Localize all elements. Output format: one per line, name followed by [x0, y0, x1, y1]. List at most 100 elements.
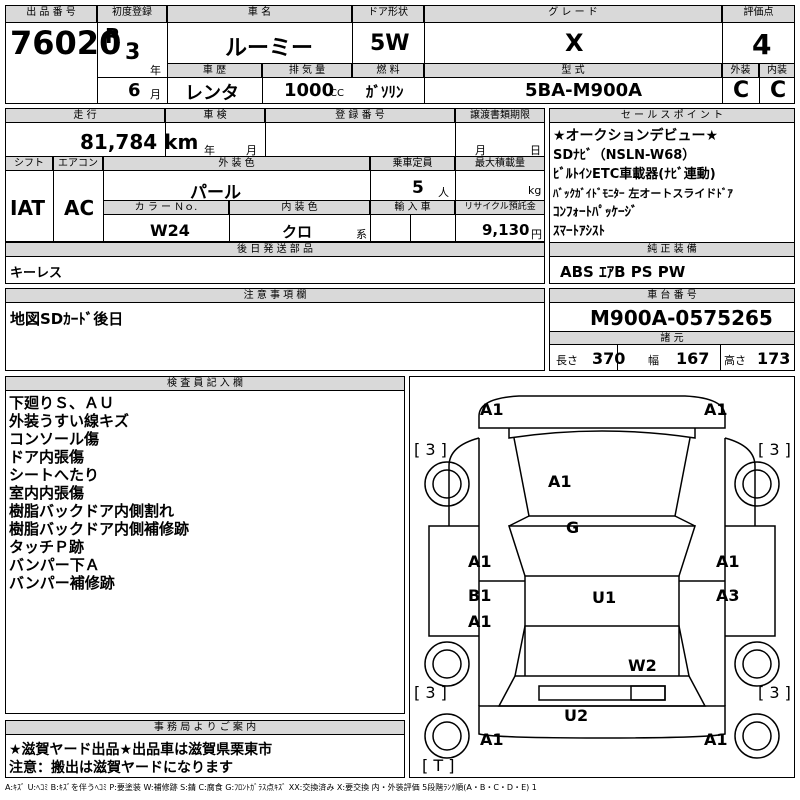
inspector-line: 樹脂バックドア内側割れ [9, 502, 175, 520]
interior-score: C [770, 78, 787, 103]
car-diagram-frame [409, 376, 795, 778]
height-label: 高さ [724, 354, 746, 367]
equip-label: 純 正 装 備 [549, 242, 795, 257]
office-line-2: 注意：搬出は滋賀ヤードになります [9, 760, 233, 776]
interior-label: 内装 [759, 63, 795, 78]
era: R [105, 24, 121, 48]
inspector-line: ドア内張傷 [9, 448, 85, 466]
capacity-unit: 人 [438, 186, 449, 199]
damage-hood: A1 [548, 472, 572, 491]
inspection-month-unit: 月 [246, 144, 257, 157]
inspector-line: 樹脂バックドア内側補修跡 [9, 520, 190, 538]
fuel-label: 燃 料 [352, 63, 424, 78]
year-unit: 年 [150, 64, 161, 77]
model: 5BA-M900A [525, 80, 643, 101]
int-color-unit: 系 [356, 228, 367, 241]
inspector-line: 外装うすい線キズ [9, 412, 130, 430]
chassis-label: 車 台 番 号 [549, 288, 795, 303]
tire-rear-left: [ 3 ] [414, 683, 447, 702]
notes-text: 地図SDｶｰﾄﾞ後日 [10, 310, 124, 328]
inspector-line: バンパー補修跡 [9, 574, 115, 592]
damage-rear-bumper: U2 [564, 706, 589, 725]
shift-label: シフト [5, 156, 53, 171]
inspection-label: 車 検 [165, 108, 265, 123]
sales-label: セ ー ル ス ポ イ ン ト [549, 108, 795, 123]
model-label: 型 式 [424, 63, 722, 78]
ext-color-label: 外 装 色 [103, 156, 370, 171]
inspection-year-unit: 年 [204, 144, 215, 157]
max-load-label: 最大積載量 [455, 156, 545, 171]
fuel: ｶﾞｿﾘﾝ [366, 83, 404, 101]
legend: A:ｷｽﾞ U:ﾍｺﾐ B:ｷｽﾞを伴うﾍｺﾐ P:要塗装 W:補修跡 S:錆 … [5, 783, 537, 792]
month-unit: 月 [150, 88, 161, 101]
mileage-label: 走 行 [5, 108, 165, 123]
door-label: ドア形状 [352, 5, 424, 23]
int-color: クロ [282, 223, 313, 241]
equip-text: ABS ｴｱB PS PW [560, 263, 686, 281]
length: 370 [592, 349, 626, 368]
int-color-label: 内 装 色 [229, 200, 370, 215]
displacement-label: 排 気 量 [262, 63, 352, 78]
capacity-label: 乗車定員 [370, 156, 455, 171]
first-reg-label: 初度登録 [97, 5, 167, 23]
damage-left-1: A1 [468, 552, 492, 571]
length-label: 長さ [556, 354, 578, 367]
exterior-label: 外装 [722, 63, 759, 78]
history-label: 車 歴 [167, 63, 262, 78]
inspector-line: バンパー下Ａ [9, 556, 100, 574]
mileage: 81,784 km [80, 130, 199, 154]
reg-year: 3 [125, 40, 141, 65]
ac-label: エアコン [53, 156, 103, 171]
inspector-line: 下廻りＳ、ＡＵ [9, 394, 115, 412]
score: 4 [752, 28, 772, 61]
inspector-line: タッチＰ跡 [9, 538, 85, 556]
damage-rear: W2 [628, 656, 657, 675]
car-name: ルーミー [225, 36, 314, 61]
later-parts-text: キーレス [10, 266, 63, 281]
max-load-unit: kg [528, 184, 542, 197]
import-label: 輸 入 車 [370, 200, 455, 215]
damage-center: U1 [592, 588, 617, 607]
capacity: 5 [412, 178, 424, 198]
damage-rear-left: A1 [480, 730, 504, 749]
sales-line: ﾊﾞｯｸｶﾞｲﾄﾞﾓﾆﾀｰ 左オートスライドﾄﾞｱ [553, 187, 733, 200]
width-label: 幅 [648, 354, 659, 367]
sales-line: SDﾅﾋﾞ（NSLN-W68） [553, 148, 696, 163]
exterior-score: C [733, 78, 750, 103]
displacement: 1000 [284, 80, 335, 101]
tire-front-left: [ 3 ] [414, 440, 447, 459]
transfer-day-unit: 日 [530, 144, 541, 157]
inspector-line: シートへたり [9, 466, 100, 484]
recycle-fee: 9,130 [482, 221, 530, 239]
transfer-month-unit: 月 [475, 144, 486, 157]
notes-label: 注 意 事 項 欄 [5, 288, 545, 303]
inspector-label: 検 査 員 記 入 欄 [5, 376, 405, 391]
shift: IAT [10, 196, 46, 220]
car-name-label: 車 名 [167, 5, 352, 23]
later-parts-label: 後 日 発 送 部 品 [5, 242, 545, 257]
color-no-label: カ ラ ー Ｎｏ. [103, 200, 229, 215]
dims-label: 諸 元 [549, 331, 795, 345]
sales-line: ｽﾏｰﾄｱｼｽﾄ [553, 224, 605, 239]
reg-no-label: 登 録 番 号 [265, 108, 455, 123]
recycle-label: リサイクル預託金 [455, 200, 545, 215]
ext-color: パール [190, 183, 241, 203]
damage-left-3: A1 [468, 612, 492, 631]
car-diagram [424, 395, 780, 759]
cc-unit: CC [330, 88, 344, 99]
office-line-1: ★滋賀ヤード出品★出品車は滋賀県栗東市 [9, 742, 273, 758]
spare-tire: [ T ] [422, 756, 455, 775]
tire-front-right: [ 3 ] [758, 440, 791, 459]
grade-label: グ レ ー ド [424, 5, 722, 23]
sales-list: ★オークションデビュー★ SDﾅﾋﾞ（NSLN-W68） ﾋﾞﾙﾄｲﾝETC車載… [553, 127, 733, 241]
office-label: 事 務 局 よ り ご 案 内 [5, 720, 405, 735]
sales-line: ﾋﾞﾙﾄｲﾝETC車載器(ﾅﾋﾞ連動) [553, 167, 716, 182]
color-no: W24 [150, 221, 190, 240]
grade: X [565, 29, 584, 57]
lot-no: 76020 [10, 24, 122, 62]
transfer-label: 譲渡書類期限 [455, 108, 545, 123]
inspector-line: 室内内張傷 [9, 484, 85, 502]
inspector-list: 下廻りＳ、ＡＵ 外装うすい線キズ コンソール傷 ドア内張傷 シートへたり 室内内… [9, 394, 189, 592]
lot-no-label: 出 品 番 号 [5, 5, 97, 23]
height: 173 [757, 349, 791, 368]
